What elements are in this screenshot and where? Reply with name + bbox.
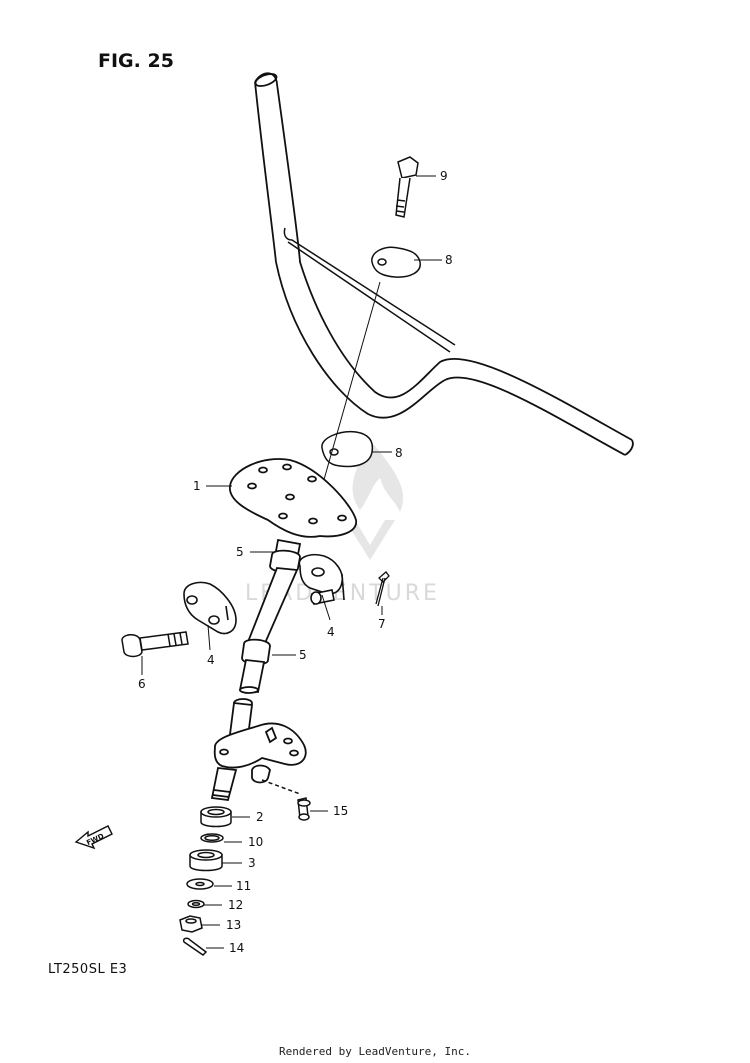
- callout-10: 10: [248, 835, 263, 849]
- figure-title: FIG. 25: [98, 50, 174, 72]
- callout-15: 15: [333, 804, 348, 818]
- left-steering-holder: [183, 581, 237, 635]
- callout-11: 11: [236, 879, 251, 893]
- callout-9: 9: [440, 169, 448, 183]
- callout-13: 13: [226, 918, 241, 932]
- steering-shaft: [238, 538, 302, 694]
- footer-credit: Rendered by LeadVenture, Inc.: [278, 1045, 472, 1058]
- callout-2: 2: [256, 810, 264, 824]
- lower-steering-stem: [210, 698, 307, 801]
- model-code: LT250SL E3: [48, 962, 128, 977]
- callout-6: 6: [138, 677, 146, 691]
- bearing-stack: [179, 806, 232, 956]
- callout-8-lower: 8: [395, 446, 403, 460]
- handlebar-clamp-bolt: [395, 156, 419, 218]
- callout-14: 14: [229, 941, 244, 955]
- handlebar: [254, 72, 634, 456]
- callout-4-left: 4: [207, 653, 215, 667]
- cotter-pin: [375, 571, 390, 607]
- callout-12: 12: [228, 898, 243, 912]
- callout-7: 7: [378, 617, 386, 631]
- callout-3: 3: [248, 856, 256, 870]
- callout-5-upper: 5: [236, 545, 244, 559]
- callout-leaders: [141, 175, 442, 949]
- holder-bolt: [121, 631, 189, 658]
- callout-4-right: 4: [327, 625, 335, 639]
- callout-labels: 1 2 3 4 4 5 5 6 7 8 8 9 10 11 12 13 14 1…: [138, 169, 453, 955]
- grease-nipple: [261, 779, 311, 821]
- right-steering-holder: [298, 553, 345, 605]
- callout-1: 1: [193, 479, 201, 493]
- upper-handlebar-holder: [371, 246, 421, 278]
- forward-direction-arrow: FWD: [74, 825, 113, 850]
- callout-5-lower: 5: [299, 648, 307, 662]
- handlebar-mount-plate: [229, 458, 357, 538]
- callout-8-upper: 8: [445, 253, 453, 267]
